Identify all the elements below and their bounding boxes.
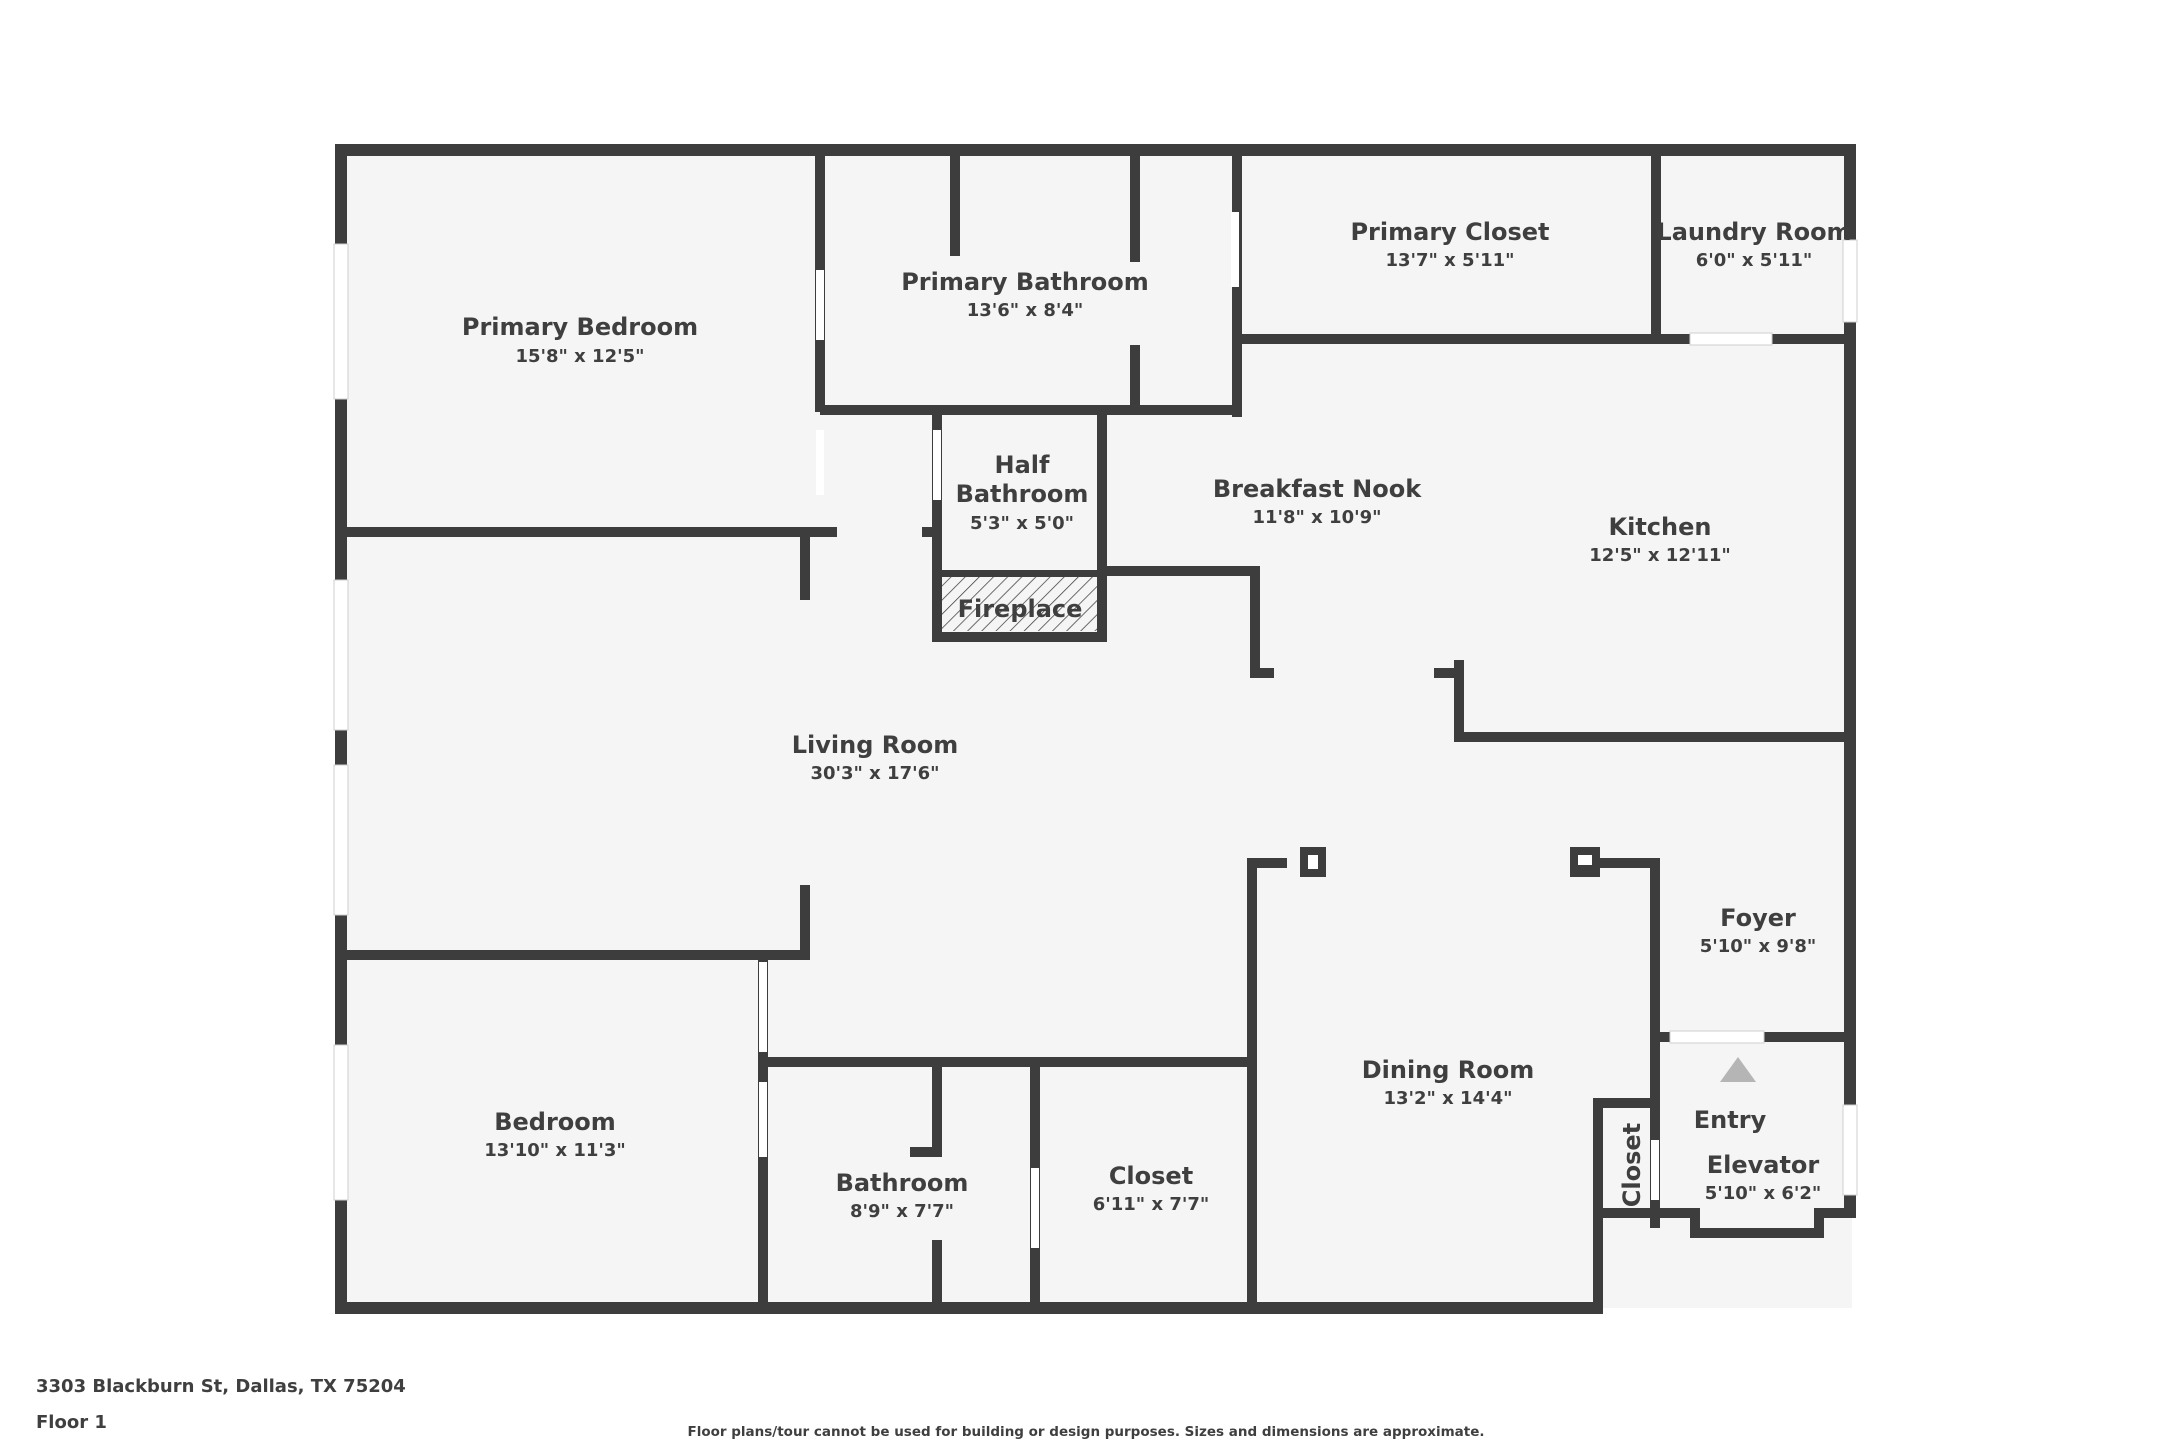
laundry-room-dims: 6'0" x 5'11" bbox=[1696, 250, 1813, 271]
bathroom-dims: 8'9" x 7'7" bbox=[850, 1201, 954, 1222]
living-room-dims: 30'3" x 17'6" bbox=[810, 763, 939, 784]
bathroom-name: Bathroom bbox=[836, 1169, 969, 1197]
entry-arrow-icon bbox=[1720, 1057, 1756, 1082]
primary-closet-name: Primary Closet bbox=[1350, 218, 1549, 246]
primary-bedroom-name: Primary Bedroom bbox=[462, 313, 698, 341]
half-bathroom-name-line1: Half bbox=[995, 451, 1051, 479]
elevator-dims: 5'10" x 6'2" bbox=[1705, 1183, 1822, 1204]
fireplace-hatch bbox=[938, 577, 1098, 631]
elevator-name: Elevator bbox=[1707, 1151, 1820, 1179]
foyer-dims: 5'10" x 9'8" bbox=[1700, 936, 1817, 957]
bedroom-dims: 13'10" x 11'3" bbox=[484, 1140, 626, 1161]
kitchen-dims: 12'5" x 12'11" bbox=[1589, 545, 1731, 566]
address: 3303 Blackburn St, Dallas, TX 75204 bbox=[36, 1376, 406, 1397]
floor-label: Floor 1 bbox=[36, 1412, 107, 1433]
foyer-name: Foyer bbox=[1720, 904, 1796, 932]
walls bbox=[335, 144, 1856, 1314]
door-openings bbox=[759, 212, 1659, 1248]
entry-name: Entry bbox=[1694, 1106, 1767, 1134]
half-bathroom-dims: 5'3" x 5'0" bbox=[970, 513, 1074, 534]
primary-bedroom-dims: 15'8" x 12'5" bbox=[515, 346, 644, 367]
breakfast-nook-dims: 11'8" x 10'9" bbox=[1252, 507, 1381, 528]
primary-bathroom-dims: 13'6" x 8'4" bbox=[967, 300, 1084, 321]
dining-room-name: Dining Room bbox=[1362, 1056, 1535, 1084]
laundry-room-name: Laundry Room bbox=[1656, 218, 1851, 246]
closet-dims: 6'11" x 7'7" bbox=[1093, 1194, 1210, 1215]
primary-closet-dims: 13'7" x 5'11" bbox=[1385, 250, 1514, 271]
fireplace-name: Fireplace bbox=[958, 595, 1083, 623]
dining-room-dims: 13'2" x 14'4" bbox=[1383, 1088, 1512, 1109]
bedroom-name: Bedroom bbox=[494, 1108, 616, 1136]
breakfast-nook-name: Breakfast Nook bbox=[1213, 475, 1422, 503]
primary-bathroom-name: Primary Bathroom bbox=[901, 268, 1149, 296]
half-bathroom-name-line2: Bathroom bbox=[956, 480, 1089, 508]
disclaimer: Floor plans/tour cannot be used for buil… bbox=[687, 1424, 1485, 1440]
closet-name: Closet bbox=[1109, 1162, 1193, 1190]
windows bbox=[333, 239, 1858, 1201]
room-labels: Primary Bedroom 15'8" x 12'5" Primary Ba… bbox=[462, 218, 1852, 1222]
living-room-name: Living Room bbox=[792, 731, 958, 759]
small-closet-name: Closet bbox=[1618, 1123, 1646, 1207]
kitchen-name: Kitchen bbox=[1609, 513, 1712, 541]
